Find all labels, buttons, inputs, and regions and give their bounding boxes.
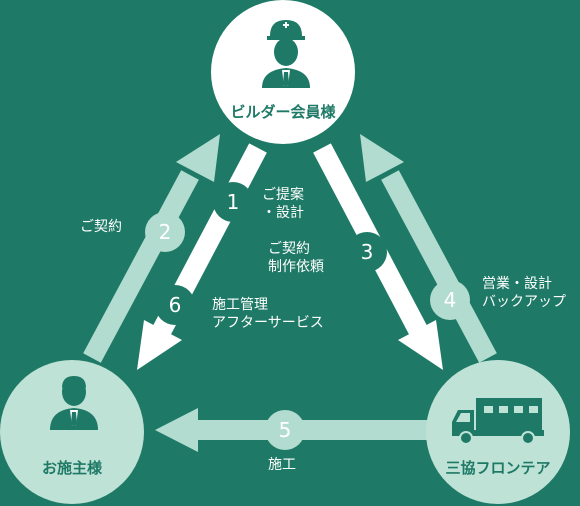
step-5-label: 施工 bbox=[268, 456, 296, 474]
step-3-line-2: 制作依頼 bbox=[268, 259, 324, 275]
step-number-3: 3 bbox=[361, 240, 374, 264]
step-number-4: 4 bbox=[444, 288, 457, 312]
step-1-line-2: ・設計 bbox=[262, 205, 304, 221]
arrow-5-frontier-to-owner bbox=[155, 408, 430, 452]
node-owner-circle bbox=[0, 360, 144, 504]
step-5-line-1: 施工 bbox=[268, 457, 296, 473]
truck-icon bbox=[452, 398, 544, 445]
builder-person-icon bbox=[262, 20, 310, 88]
step-badge-2: 2 bbox=[145, 212, 185, 252]
step-number-2: 2 bbox=[159, 220, 172, 244]
step-4-line-1: 営業・設計 bbox=[482, 276, 552, 292]
step-badge-5: 5 bbox=[265, 410, 305, 450]
node-builder-label: ビルダー会員様 bbox=[230, 103, 336, 121]
step-number-6: 6 bbox=[169, 293, 182, 317]
step-number-5: 5 bbox=[279, 418, 292, 442]
arrow-2-owner-to-builder bbox=[83, 134, 220, 363]
step-6-label: 施工管理 アフターサービス bbox=[212, 296, 324, 332]
node-frontier-label: 三協フロンテア bbox=[445, 459, 551, 477]
node-owner-label: お施主様 bbox=[41, 459, 102, 477]
arrow-4-frontier-to-builder bbox=[360, 134, 497, 363]
owner-person-icon bbox=[50, 376, 98, 430]
step-badge-4: 4 bbox=[430, 280, 470, 320]
step-badge-1: 1 bbox=[213, 182, 253, 222]
step-1-line-1: ご提案 bbox=[262, 187, 304, 203]
step-4-label: 営業・設計 バックアップ bbox=[482, 275, 566, 311]
step-6-line-2: アフターサービス bbox=[212, 315, 324, 331]
step-badge-3: 3 bbox=[347, 232, 387, 272]
step-3-line-1: ご契約 bbox=[268, 241, 310, 257]
step-badge-6: 6 bbox=[155, 285, 195, 325]
step-4-line-2: バックアップ bbox=[482, 294, 566, 310]
step-2-line-1: ご契約 bbox=[80, 219, 122, 235]
step-6-line-1: 施工管理 bbox=[212, 297, 268, 313]
step-1-label: ご提案 ・設計 bbox=[262, 186, 304, 222]
step-number-1: 1 bbox=[227, 190, 240, 214]
step-2-label: ご契約 bbox=[80, 218, 122, 236]
step-3-label: ご契約 制作依頼 bbox=[268, 240, 324, 276]
